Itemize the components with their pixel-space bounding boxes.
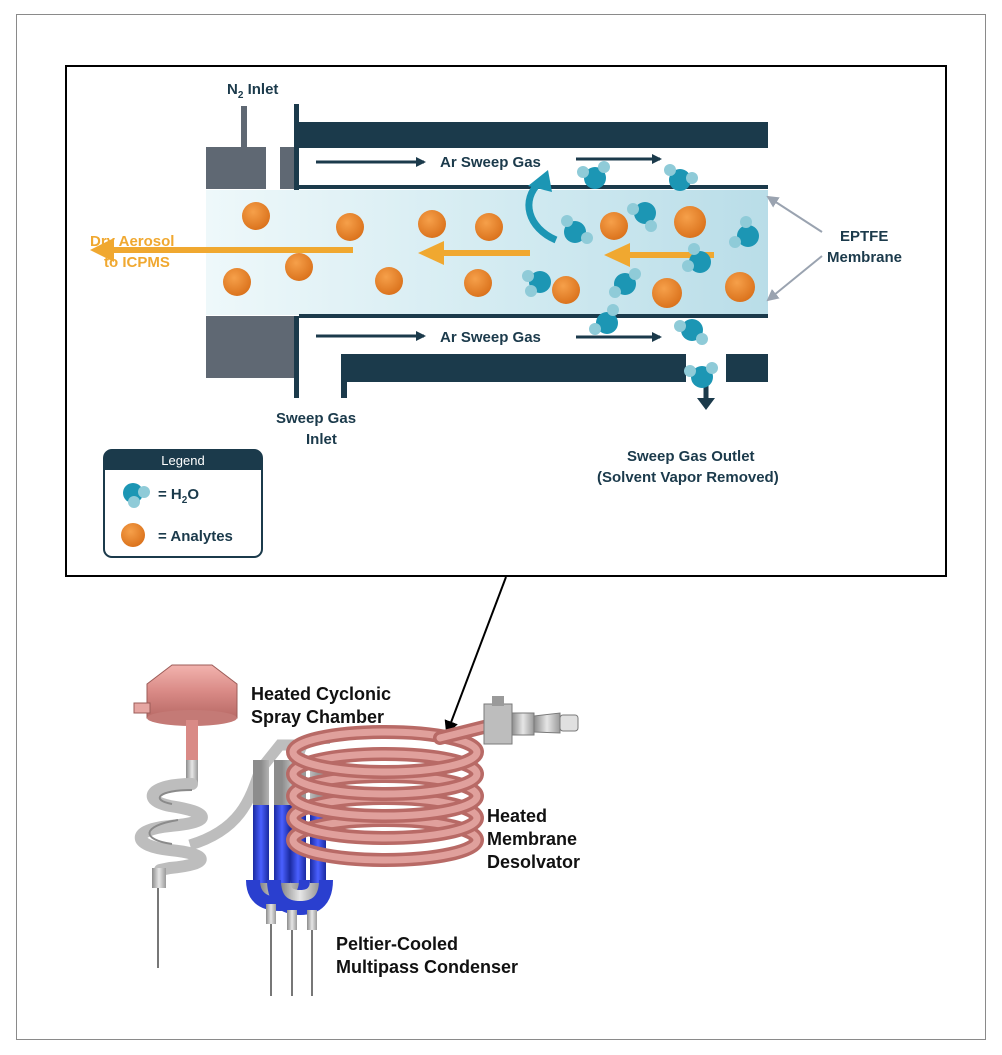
legend-title: Legend [161, 453, 204, 468]
n2-inlet-tube [241, 106, 247, 148]
legend-analyte-label: = Analytes [158, 528, 233, 545]
eptfe-pointers [766, 195, 823, 302]
inlet-block-bottom [206, 316, 294, 378]
ar-sweep-top-label: Ar Sweep Gas [440, 154, 541, 171]
sweep-inlet-label-line1: Sweep Gas [276, 410, 356, 427]
eptfe-label-line1: EPTFE [840, 228, 888, 245]
sweep-outlet-label-line2: (Solvent Vapor Removed) [597, 469, 779, 486]
aerosol-arrows [90, 238, 714, 267]
spray-coil-shading [148, 789, 193, 845]
water-molecules [522, 161, 759, 388]
condenser-label-line2: Multipass Condenser [336, 957, 518, 977]
desolvator-coil [286, 719, 495, 867]
wall-left-top [294, 104, 299, 190]
membrane-bottom [299, 314, 768, 318]
legend: Legend = H2O = Analytes [103, 449, 263, 558]
wall-left-bottom [294, 316, 299, 398]
outer-wall-bottom-post [341, 354, 347, 398]
outer-wall-bottom-right [726, 354, 768, 382]
spray-chamber-label-line2: Spray Chamber [251, 707, 384, 727]
spray-coil [134, 778, 208, 876]
dry-aerosol-label-line2: to ICPMS [104, 254, 170, 271]
membrane-diagram: N2 Inlet Ar Sweep Gas Ar Sweep Gas Dry A… [65, 65, 947, 577]
spray-fitting [152, 868, 166, 888]
ar-sweep-bottom-label: Ar Sweep Gas [440, 329, 541, 346]
spray-chamber-label-line1: Heated Cyclonic [251, 684, 391, 704]
sweep-outlet-label-line1: Sweep Gas Outlet [627, 448, 755, 465]
inlet-block-top-right [280, 147, 294, 189]
eptfe-label-line2: Membrane [827, 249, 902, 266]
condenser-label-line1: Peltier-Cooled [336, 934, 458, 954]
inlet-block-top-left [206, 147, 266, 189]
legend-water-label: = H2O [158, 486, 199, 506]
desolvator-label-line3: Desolvator [487, 852, 580, 872]
sweep-arrows-top [316, 154, 662, 167]
zoom-connector-arrow [444, 576, 507, 735]
sweep-inlet-label-line2: Inlet [306, 431, 337, 448]
figure-frame [16, 14, 986, 1040]
legend-water-icon [123, 483, 150, 508]
spray-chamber [133, 664, 238, 784]
desolvator-outlet-fitting [483, 696, 579, 745]
outer-wall-bottom-left [341, 354, 686, 382]
legend-analyte-icon [121, 523, 145, 547]
apparatus-illustration: Heated Cyclonic Spray Chamber Heated Mem… [133, 664, 580, 996]
sweep-arrows-bottom [316, 331, 662, 342]
dry-aerosol-label-line1: Dry Aerosol [90, 233, 174, 250]
analyte-particles [223, 202, 755, 308]
outer-wall-top [299, 122, 768, 148]
n2-inlet-label: N2 Inlet [227, 81, 278, 101]
desolvator-label-line2: Membrane [487, 829, 577, 849]
water-permeation-arrow [525, 170, 558, 244]
desolvator-label-line1: Heated [487, 806, 547, 826]
